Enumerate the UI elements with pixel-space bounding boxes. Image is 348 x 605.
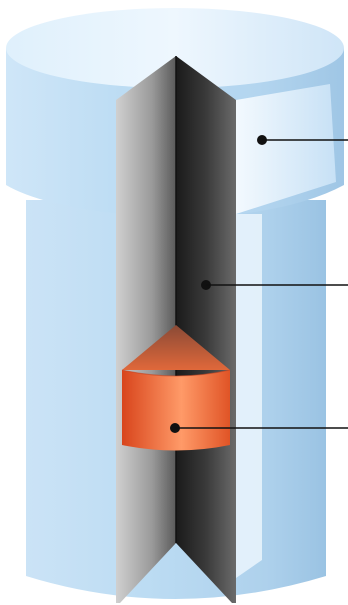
cutaway-diagram: [0, 0, 348, 605]
